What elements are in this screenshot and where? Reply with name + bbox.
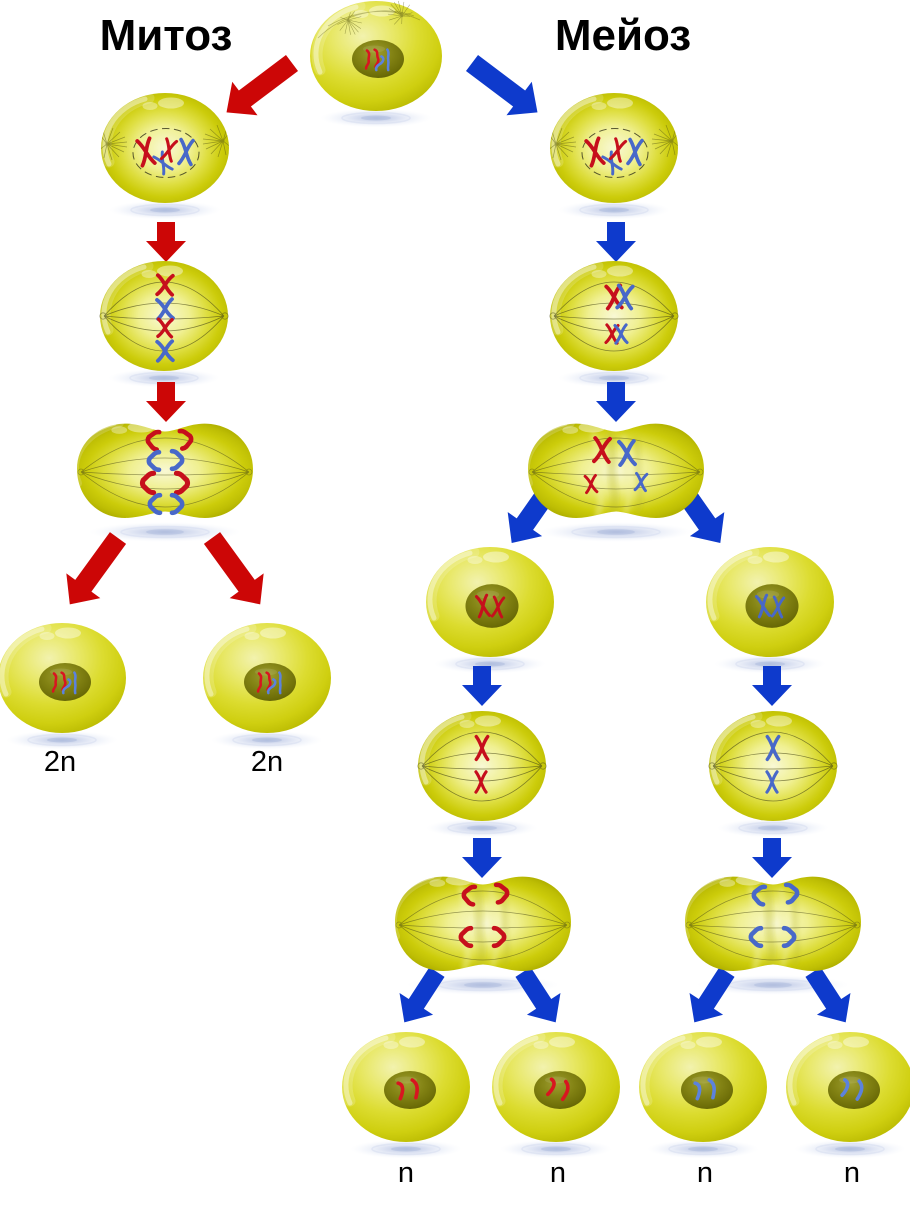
svg-text:n: n	[550, 1157, 566, 1189]
svg-text:Митоз: Митоз	[100, 11, 233, 60]
svg-text:n: n	[398, 1157, 414, 1189]
svg-text:Мейоз: Мейоз	[555, 11, 691, 60]
svg-text:n: n	[697, 1157, 713, 1189]
svg-text:2n: 2n	[44, 746, 76, 778]
svg-text:n: n	[844, 1157, 860, 1189]
svg-text:2n: 2n	[251, 746, 283, 778]
